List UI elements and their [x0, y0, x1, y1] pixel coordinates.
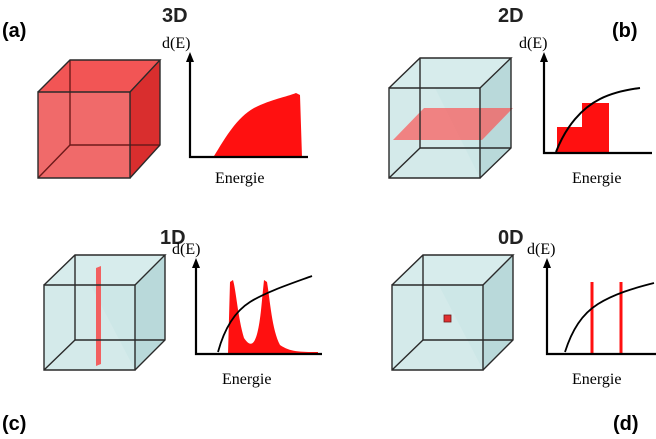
dos-plot-0d: d(E) Energie — [527, 241, 656, 388]
y-axis-label-1d: d(E) — [172, 241, 200, 258]
panel-d-letter: (d) — [613, 413, 639, 435]
glass-cube-0d — [392, 255, 513, 370]
y-axis-label-0d: d(E) — [527, 241, 555, 258]
panel-b: (b) 2D d(E) Energie — [389, 5, 652, 187]
panel-a: (a) 3D d(E) Energie — [2, 5, 308, 187]
glass-cube-1d — [44, 255, 165, 370]
x-axis-label-3d: Energie — [215, 170, 264, 187]
panel-a-dimension: 3D — [162, 5, 188, 27]
y-axis-label-2d: d(E) — [519, 35, 547, 52]
step-2 — [582, 103, 609, 153]
dos-plot-3d: d(E) Energie — [162, 35, 308, 187]
panel-d-dimension: 0D — [498, 227, 524, 249]
x-axis-label-0d: Energie — [572, 371, 621, 388]
y-axis-label-3d: d(E) — [162, 35, 190, 52]
dos-plot-1d: d(E) Energie — [172, 241, 322, 388]
panel-c: (c) 1D d(E) Energie — [2, 227, 322, 435]
panel-c-letter: (c) — [2, 413, 26, 435]
panel-b-dimension: 2D — [498, 5, 524, 27]
sqrt-curve-0d — [565, 283, 654, 352]
quantum-dot — [444, 315, 451, 322]
dos-plot-2d: d(E) Energie — [519, 35, 652, 187]
x-axis-label-2d: Energie — [572, 170, 621, 187]
cube-front-face — [38, 92, 130, 178]
panel-b-letter: (b) — [612, 20, 638, 42]
x-axis-label-1d: Energie — [222, 371, 271, 388]
quantum-wire — [96, 266, 101, 366]
axes-0d — [547, 266, 656, 354]
glass-cube-2d — [389, 58, 513, 178]
panel-a-letter: (a) — [2, 20, 26, 42]
panel-d: (d) 0D d(E) Energie — [392, 227, 656, 435]
solid-cube — [38, 60, 160, 178]
sqrt-density-fill — [214, 93, 302, 157]
